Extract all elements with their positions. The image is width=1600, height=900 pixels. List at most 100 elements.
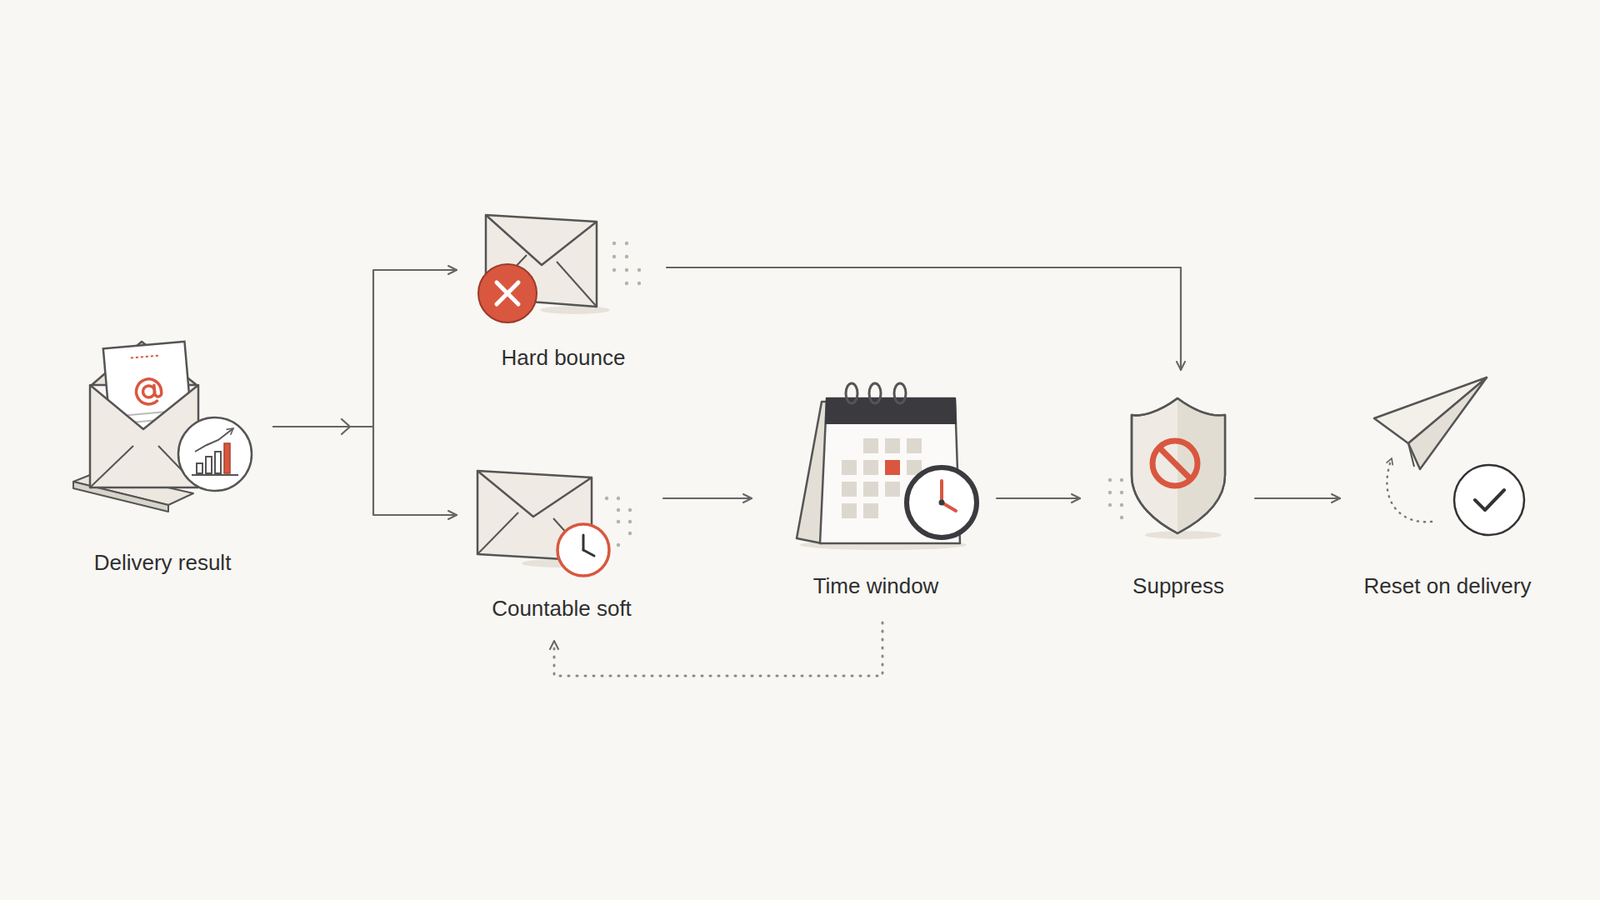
step-label: Countable soft <box>460 593 664 624</box>
chart-bar <box>215 451 221 474</box>
flow-arrow <box>666 267 1181 370</box>
chart-axis <box>191 474 239 476</box>
calendar-day <box>841 503 857 519</box>
delivery-icon <box>73 341 252 512</box>
letter-line <box>130 355 161 358</box>
dot <box>1108 490 1112 495</box>
retry-arc <box>1386 458 1432 522</box>
calendar-header <box>825 398 956 424</box>
chart-bar <box>205 456 212 474</box>
flow-step: Countable soft <box>460 454 664 638</box>
calendar-day <box>841 460 857 475</box>
dot <box>628 531 632 535</box>
envelope-fold <box>477 512 519 555</box>
loop-connector <box>554 622 883 676</box>
calendar-icon <box>796 383 977 550</box>
calendar-day <box>885 438 900 454</box>
calendar-ring <box>894 383 906 404</box>
dot-grid <box>612 241 641 285</box>
dot <box>1120 503 1124 507</box>
step-label: Time window <box>755 570 997 601</box>
calendar-day <box>863 438 879 454</box>
flow-step: Time window <box>755 379 997 623</box>
flow-arrow <box>1255 497 1340 500</box>
chart-bar <box>224 443 230 474</box>
calendar-day <box>863 481 879 497</box>
envelope-flap <box>485 215 597 265</box>
shield-outline <box>1131 398 1225 534</box>
clock-badge <box>557 524 610 576</box>
calendar-ring <box>845 383 858 404</box>
dot <box>628 508 632 512</box>
flow-arrow <box>273 270 457 427</box>
clock-hand <box>583 550 595 556</box>
calendar-day <box>885 481 900 497</box>
calendar-day <box>863 503 879 519</box>
check-badge <box>1454 465 1525 535</box>
clock-hand <box>582 535 585 550</box>
flow-arrow <box>663 497 752 500</box>
dot <box>616 543 620 547</box>
shield-shade <box>1177 398 1225 534</box>
arrow-head <box>341 419 350 435</box>
envelope-fold <box>90 445 134 488</box>
flow-step: Reset on delivery <box>1343 366 1552 609</box>
dot-grid <box>605 496 632 547</box>
flow-step: Suppress <box>1083 373 1255 607</box>
plane-body <box>1408 377 1487 470</box>
dot <box>1108 503 1112 507</box>
step-label: Reset on delivery <box>1343 570 1552 601</box>
clock-hand <box>940 480 944 503</box>
dot <box>612 241 616 245</box>
paper-plane-icon <box>1374 377 1525 535</box>
step-label: Suppress <box>1083 570 1255 601</box>
shield-icon <box>1108 398 1225 540</box>
step-label: Delivery result <box>58 547 267 578</box>
dot <box>1120 490 1124 495</box>
dot <box>612 268 616 272</box>
dot <box>1120 515 1124 520</box>
dot <box>616 520 620 524</box>
block-symbol <box>1159 447 1191 480</box>
dot <box>625 255 629 259</box>
clock-center <box>939 500 945 506</box>
dot <box>637 281 641 285</box>
clock-face <box>906 467 977 538</box>
dot <box>616 496 620 500</box>
error-cross <box>496 282 519 305</box>
dot <box>637 268 641 272</box>
calendar-day <box>863 460 879 475</box>
calendar-day <box>906 438 922 454</box>
dot <box>616 508 620 512</box>
flow-arrow <box>996 497 1080 500</box>
chart-badge <box>178 417 252 491</box>
flow-step: Hard bounce <box>460 208 667 375</box>
dot <box>1120 478 1124 482</box>
trend-line <box>195 428 234 452</box>
calendar-day-highlight <box>885 460 900 475</box>
shadow <box>540 305 610 315</box>
calendar-ring <box>869 383 881 404</box>
dot <box>605 496 609 500</box>
flow-step: Delivery result <box>58 329 267 588</box>
dot <box>628 520 632 524</box>
dot <box>625 241 629 245</box>
step-label: Hard bounce <box>460 342 667 373</box>
flow-arrow <box>273 426 457 515</box>
shield <box>1131 398 1225 534</box>
block-symbol <box>1152 440 1198 486</box>
envelope-flap <box>477 470 592 517</box>
check-mark <box>1475 490 1505 510</box>
dot <box>625 268 629 272</box>
plane-fold <box>1408 443 1415 467</box>
chart-bar <box>196 463 203 474</box>
calendar-day <box>841 481 857 497</box>
dot <box>1108 478 1112 482</box>
at-symbol <box>135 378 163 406</box>
error-cross <box>496 282 519 305</box>
dot <box>612 255 616 259</box>
envelope-fold <box>556 261 597 307</box>
